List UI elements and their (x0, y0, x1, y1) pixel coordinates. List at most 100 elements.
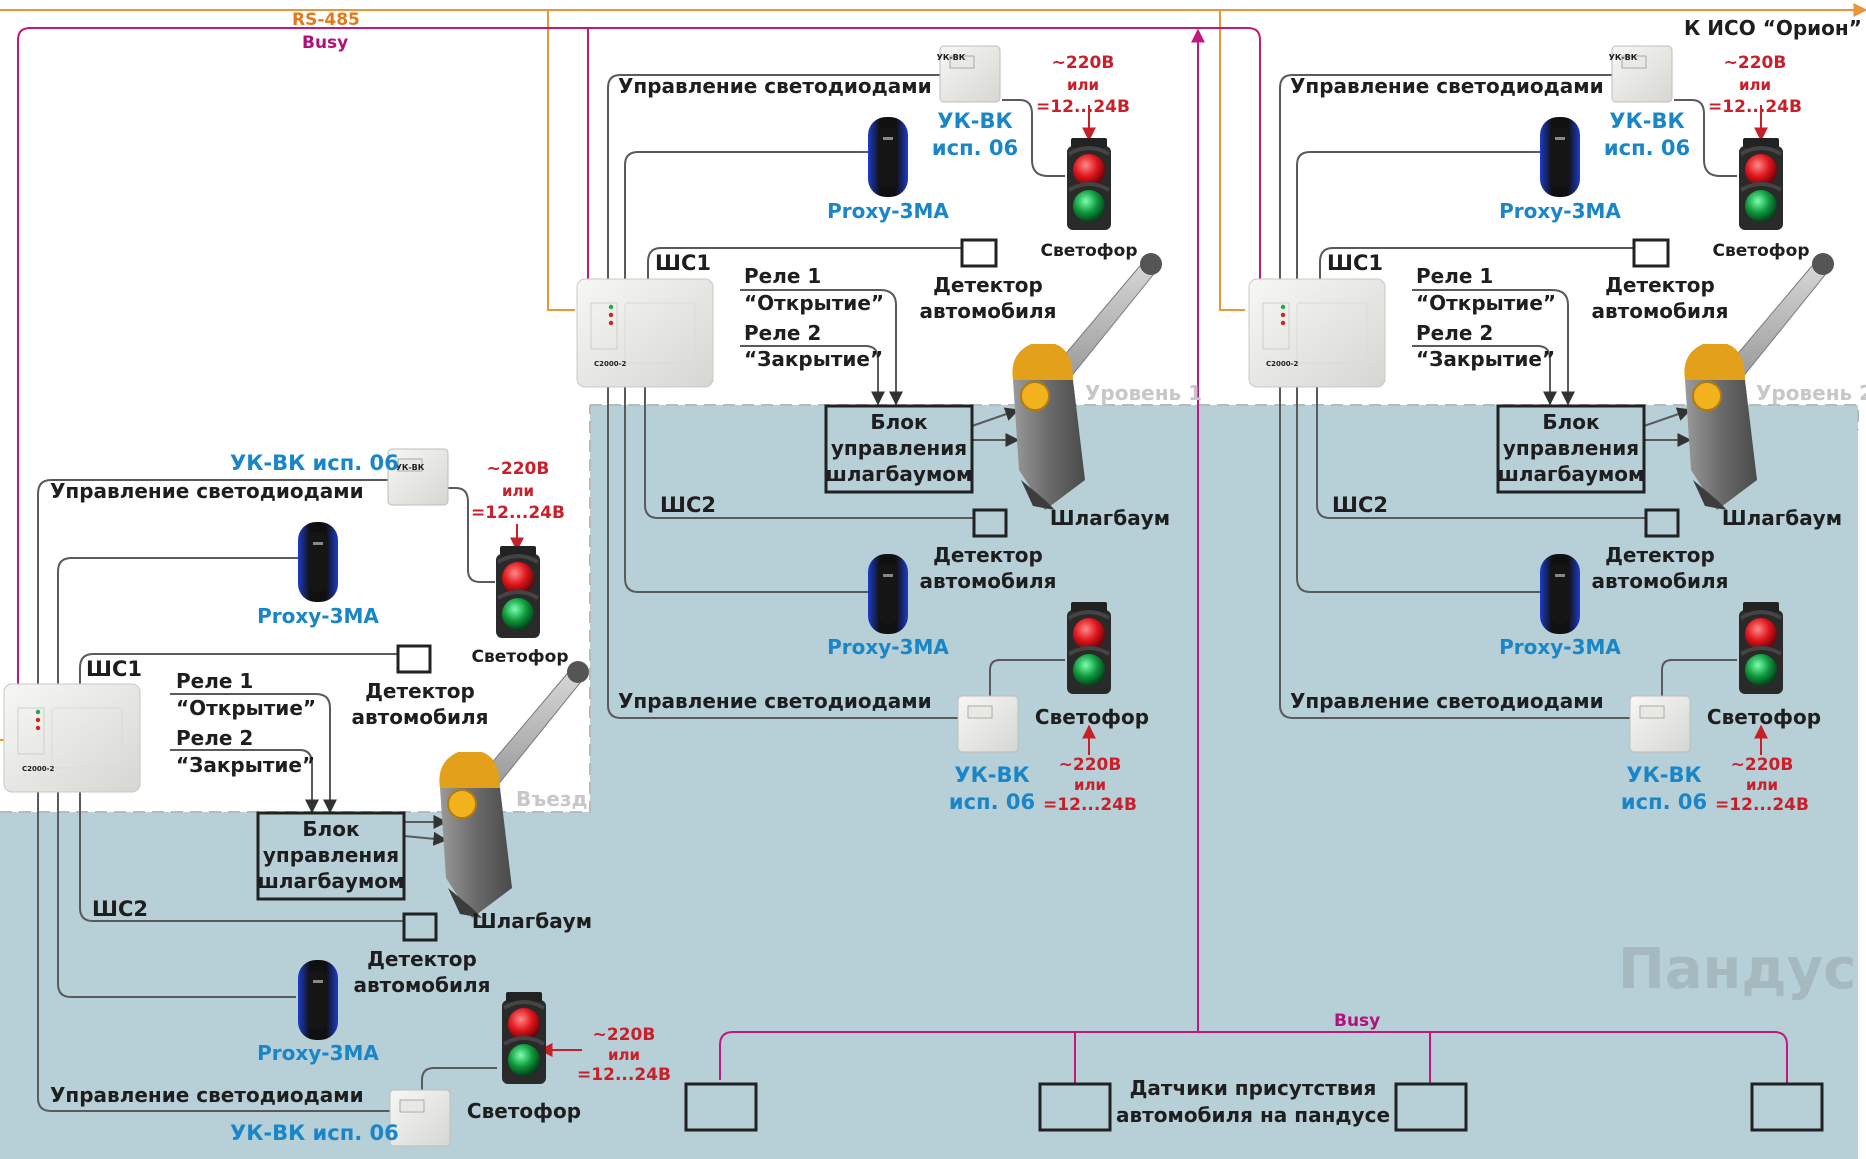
car-detector-bottom (972, 508, 1008, 538)
car-detector-bottom (402, 912, 438, 942)
power-bottom-2: или (1074, 776, 1106, 794)
relay1-label: Реле 1 (744, 264, 821, 288)
block-label-3: шлагбаумом (258, 869, 405, 893)
relay2-label: Реле 2 (176, 726, 253, 750)
proxy-reader-top (868, 117, 908, 197)
presence-sensor-1 (684, 1082, 758, 1132)
block-label-1: Блок (302, 817, 360, 841)
detector-top-label-2: автомобиля (919, 299, 1056, 323)
power-bottom-1: ~220В (1059, 755, 1122, 775)
c2000-controller (576, 278, 714, 388)
detector-top-label-1: Детектор (933, 273, 1043, 297)
rs485-label: RS-485 (292, 10, 360, 30)
block-label-3: шлагбаумом (1498, 462, 1645, 486)
svetofor-top-label: Светофор (1040, 241, 1137, 261)
c2000-plate-text: С2000-2 (594, 360, 627, 368)
relay2-close-label: “Закрытие” (1416, 347, 1555, 371)
orion-label: К ИСО “Орион” (1684, 16, 1862, 40)
c2000-controller (3, 683, 141, 793)
led-control-top-label: Управление светодиодами (50, 479, 364, 503)
svetofor-bottom-label: Светофор (1035, 705, 1149, 729)
barrier-label: Шлагбаум (1050, 506, 1170, 530)
traffic-light-bottom (500, 990, 548, 1086)
ukvk-top-label-1: УК-ВК (937, 109, 1012, 133)
busy-bus (17, 27, 1788, 1085)
detector-top-label-2: автомобиля (1591, 299, 1728, 323)
proxy-top-label: Proxy-3MA (827, 199, 949, 223)
c2000-plate-text: С2000-2 (22, 765, 55, 773)
block-label-1: Блок (870, 410, 928, 434)
proxy-bottom-label: Proxy-3MA (257, 1041, 379, 1065)
led-control-bottom-label: Управление светодиодами (50, 1083, 364, 1107)
ukvk-device-bottom (389, 1089, 451, 1147)
proxy-reader-top (298, 522, 338, 602)
ramp-sensors (684, 1082, 1824, 1132)
barrier-control-block (256, 811, 406, 901)
ukvk-plate-text: УК-ВК (396, 463, 425, 472)
power-bottom-2: или (1746, 776, 1778, 794)
level1-group: УК-ВК С2000-2 Управление светодиодами УК… (576, 45, 1170, 815)
car-detector-top (1632, 238, 1670, 268)
led-control-bottom-label: Управление светодиодами (1290, 689, 1604, 713)
barrier-label: Шлагбаум (1722, 506, 1842, 530)
relay1-open-label: “Открытие” (176, 696, 316, 720)
svetofor-top-label: Светофор (1712, 241, 1809, 261)
detector-top-label-1: Детектор (365, 679, 475, 703)
c2000-controller (1248, 278, 1386, 388)
power-bottom-3: =12...24В (1715, 795, 1809, 815)
svetofor-top-label: Светофор (471, 647, 568, 667)
detector-bottom-label-2: автомобиля (353, 973, 490, 997)
level2-group: УК-ВК С2000-2 Управление светодиодами УК… (1248, 45, 1842, 815)
ukvk-top-label: УК-ВК исп. 06 (230, 451, 399, 475)
relay1-open-label: “Открытие” (1416, 291, 1556, 315)
power-top-1: ~220В (1724, 53, 1787, 73)
presence-sensor-4 (1750, 1082, 1824, 1132)
relay1-label: Реле 1 (176, 669, 253, 693)
traffic-light-bottom (1737, 600, 1785, 696)
ukvk-top-label-1: УК-ВК (1609, 109, 1684, 133)
block-label-2: управления (263, 843, 399, 867)
zone-label-level1: Уровень 1 (1085, 381, 1202, 405)
ramp-zone (0, 405, 1858, 1159)
busy-label-top: Busy (302, 33, 348, 53)
traffic-light-top (1065, 136, 1113, 232)
entry-group: УК-ВК С2000-2 УК-ВК исп. 06 Управление с… (3, 448, 671, 1147)
busy-label-bottom: Busy (1334, 1011, 1380, 1031)
power-top-3: =12...24В (471, 503, 565, 523)
ukvk-device-bottom (1629, 695, 1691, 753)
ukvk-top-label-2: исп. 06 (932, 136, 1018, 160)
led-control-top-label: Управление светодиодами (618, 74, 932, 98)
detector-top-label-1: Детектор (1605, 273, 1715, 297)
proxy-reader-bottom (868, 554, 908, 634)
presence-sensor-3 (1394, 1082, 1468, 1132)
traffic-light-top (1737, 136, 1785, 232)
shs2-label: ШС2 (1332, 493, 1388, 517)
detector-bottom-label-1: Детектор (367, 947, 477, 971)
ukvk-device-bottom (957, 695, 1019, 753)
ukvk-plate-text: УК-ВК (937, 53, 966, 62)
power-top-2: или (1067, 76, 1099, 94)
rs485-bus (0, 3, 1866, 741)
barrier-control-block (824, 404, 974, 494)
block-label-2: управления (831, 436, 967, 460)
sensors-label-1: Датчики присутствия (1130, 1076, 1377, 1100)
power-bottom-3: =12...24В (1043, 795, 1137, 815)
proxy-top-label: Proxy-3MA (1499, 199, 1621, 223)
proxy-reader-top (1540, 117, 1580, 197)
shs2-label: ШС2 (660, 493, 716, 517)
proxy-bottom-label: Proxy-3MA (1499, 635, 1621, 659)
car-detector-top (396, 644, 432, 674)
sensors-label-2: автомобиля на пандусе (1116, 1103, 1390, 1127)
ukvk-top-label-2: исп. 06 (1604, 136, 1690, 160)
power-top-1: ~220В (487, 459, 550, 479)
power-bottom-1: ~220В (593, 1025, 656, 1045)
zone-label-entry: Въезд (516, 787, 588, 811)
proxy-reader-bottom (1540, 554, 1580, 634)
zone-label-level2: Уровень 2 (1756, 381, 1866, 405)
power-top-2: или (1739, 76, 1771, 94)
car-detector-bottom (1644, 508, 1680, 538)
block-label-1: Блок (1542, 410, 1600, 434)
proxy-bottom-label: Proxy-3MA (827, 635, 949, 659)
barrier-label: Шлагбаум (472, 909, 592, 933)
